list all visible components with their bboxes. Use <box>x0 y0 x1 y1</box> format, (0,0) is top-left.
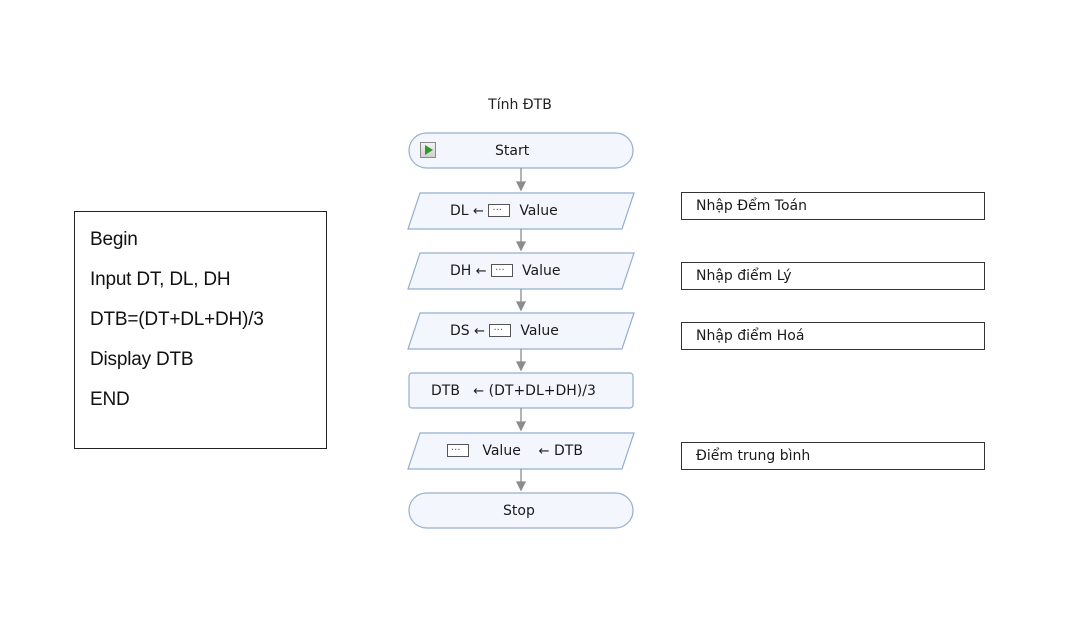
placeholder-box-icon <box>491 259 514 277</box>
input-dh-text: DH ← Value <box>450 259 561 281</box>
connector-arrowhead <box>515 181 527 192</box>
placeholder-box-icon <box>489 319 512 337</box>
pseudocode-box: Begin Input DT, DL, DH DTB=(DT+DL+DH)/3 … <box>74 211 327 449</box>
output-dtb-shape[interactable] <box>407 432 635 470</box>
placeholder-box-icon <box>488 199 511 217</box>
input-dh-var: DH <box>450 263 472 279</box>
comment-box-dtb[interactable]: Điểm trung bình <box>681 442 985 470</box>
process-dtb-var: DTB <box>431 383 460 399</box>
input-dl-var: DL <box>450 203 469 219</box>
input-ds-var: DS <box>450 323 470 339</box>
stop-label: Stop <box>503 503 535 519</box>
input-dh-value: Value <box>522 263 561 279</box>
pseudocode-line-compute: DTB=(DT+DL+DH)/3 <box>90 309 264 330</box>
input-ds-text: DS ← Value <box>450 319 559 341</box>
connector-arrowhead <box>515 481 527 492</box>
start-label: Start <box>495 143 530 159</box>
assign-arrow-icon: ← <box>473 384 485 399</box>
play-icon[interactable] <box>420 142 436 158</box>
connector-arrowhead <box>515 241 527 252</box>
assign-arrow-icon: ← <box>475 264 487 279</box>
connector-arrowhead <box>515 301 527 312</box>
stop-terminal[interactable] <box>408 492 634 529</box>
input-ds-shape[interactable] <box>407 312 635 350</box>
input-ds-value: Value <box>520 323 559 339</box>
input-dl-value: Value <box>519 203 558 219</box>
pseudocode-line-end: END <box>90 389 130 410</box>
input-dh-shape[interactable] <box>407 252 635 290</box>
input-dl-shape[interactable] <box>407 192 635 230</box>
assign-arrow-icon: ← <box>474 324 486 339</box>
assign-arrow-icon: ← <box>538 444 550 459</box>
connector-arrowhead <box>515 421 527 432</box>
comment-box-toan[interactable]: Nhập Đểm Toán <box>681 192 985 220</box>
comment-box-ly[interactable]: Nhập điểm Lý <box>681 262 985 290</box>
flowchart-title: Tính ĐTB <box>488 97 552 113</box>
placeholder-box-icon <box>447 439 469 457</box>
output-value: Value <box>482 443 521 459</box>
connector-arrowhead <box>515 361 527 372</box>
pseudocode-line-display: Display DTB <box>90 349 194 370</box>
process-dtb-expr: (DT+DL+DH)/3 <box>488 383 596 399</box>
output-dtb-var: DTB <box>553 443 583 459</box>
pseudocode-line-begin: Begin <box>90 229 138 250</box>
assign-arrow-icon: ← <box>473 204 484 219</box>
comment-box-hoa[interactable]: Nhập điểm Hoá <box>681 322 985 350</box>
output-dtb-text: Value ← DTB <box>447 439 583 461</box>
process-dtb-text: DTB ← (DT+DL+DH)/3 <box>431 382 596 401</box>
pseudocode-line-input: Input DT, DL, DH <box>90 269 231 290</box>
input-dl-text: DL ← Value <box>450 199 558 221</box>
